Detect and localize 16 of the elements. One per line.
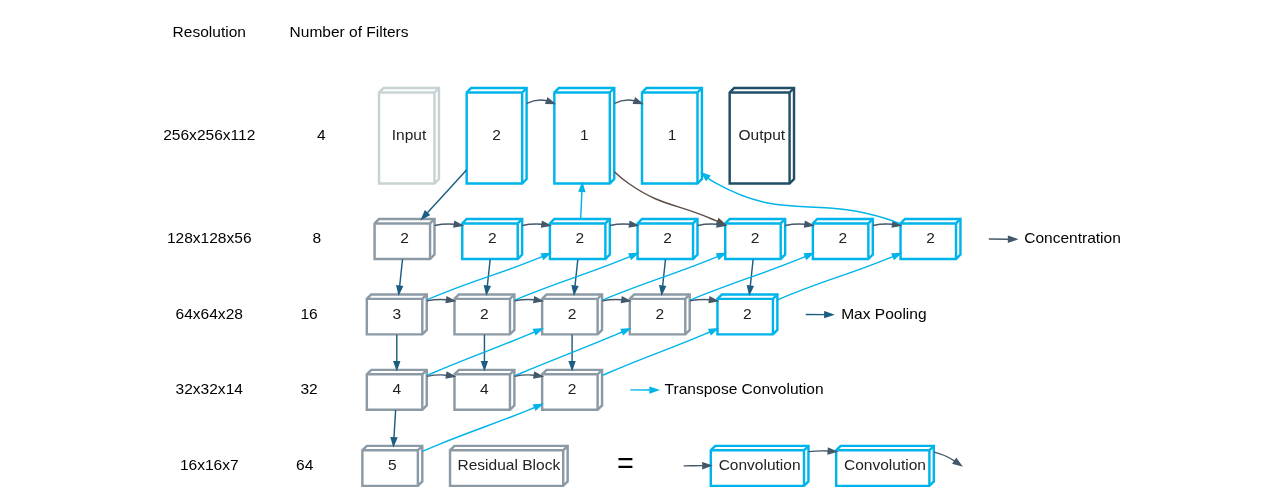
label: 16x16x7 xyxy=(179,455,239,473)
label: 64 xyxy=(295,455,313,473)
legend-label: Max Pooling xyxy=(840,304,927,322)
label: 128x128x56 xyxy=(166,229,252,247)
label: 32 xyxy=(299,379,318,397)
label: 32x32x14 xyxy=(175,379,243,397)
legend-label: Concentration xyxy=(1023,229,1121,247)
label: 64x64x28 xyxy=(175,304,243,322)
label: Resolution xyxy=(172,22,246,40)
label: = xyxy=(616,446,634,479)
label: 256x256x112 xyxy=(162,125,255,143)
label: 16 xyxy=(299,304,318,322)
label: Number of Filters xyxy=(289,22,409,40)
label: 8 xyxy=(312,229,321,247)
legend-label: Transpose Convolution xyxy=(664,379,824,397)
label: 4 xyxy=(316,125,326,143)
